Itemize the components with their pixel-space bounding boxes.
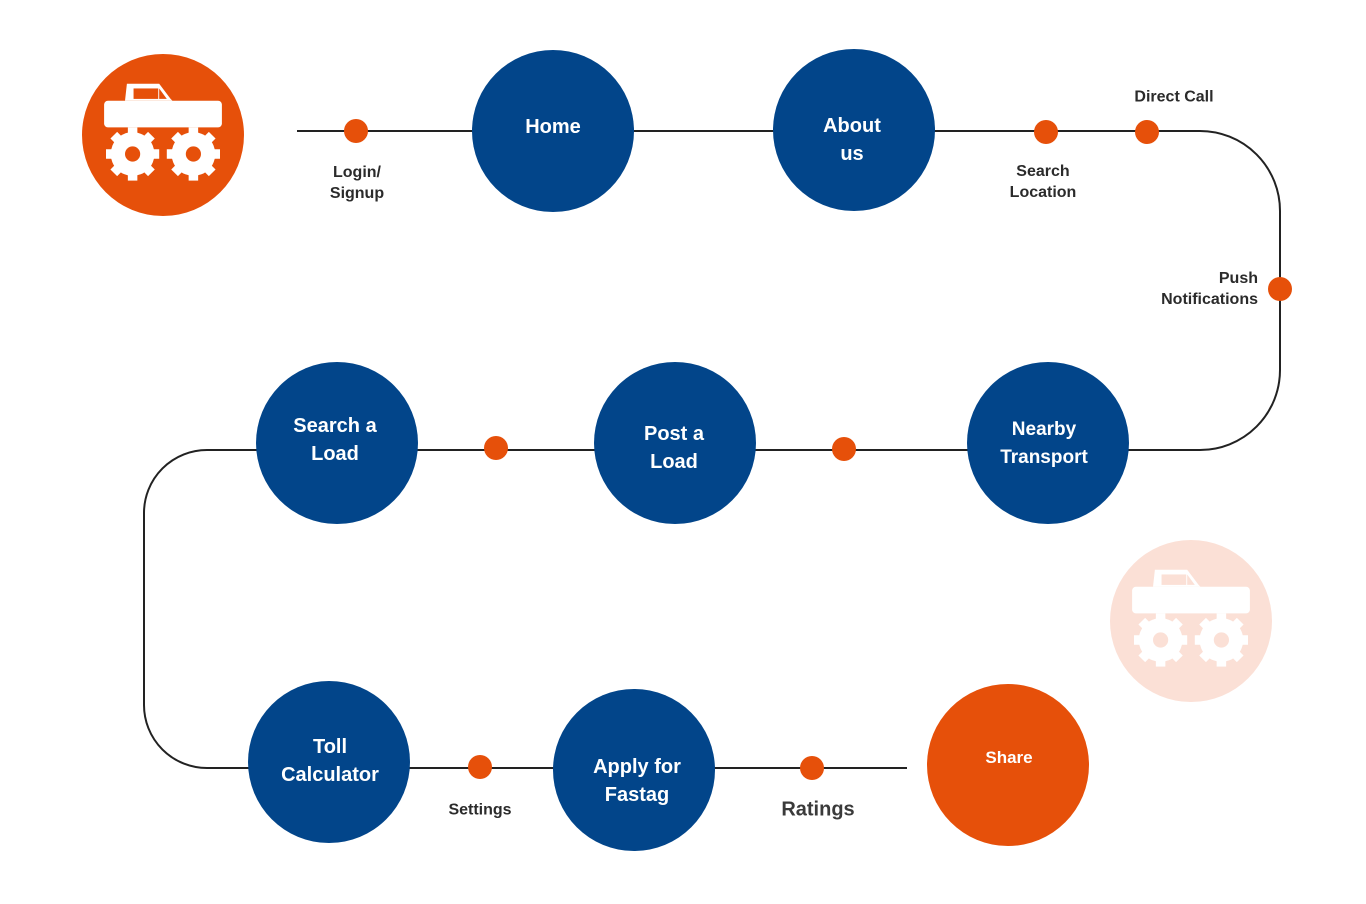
- apply-for-fastag-label: Apply for Fastag: [593, 756, 681, 806]
- step-dot-post-search[interactable]: [484, 436, 508, 460]
- share-label: Share: [985, 748, 1033, 767]
- monster-truck-faded-icon: [1110, 540, 1272, 702]
- node-share[interactable]: [927, 684, 1089, 846]
- node-post-a-load[interactable]: [594, 362, 756, 524]
- push-notifications-label: Push Notifications: [1161, 270, 1258, 308]
- node-search-a-load[interactable]: [256, 362, 418, 524]
- step-dot-settings[interactable]: [468, 755, 492, 779]
- step-dot-push-notifications[interactable]: [1268, 277, 1292, 301]
- step-dot-login[interactable]: [344, 119, 368, 143]
- node-home[interactable]: [472, 50, 634, 212]
- login-signup-label: Login/ Signup: [329, 164, 385, 202]
- step-dot-search-location[interactable]: [1034, 120, 1058, 144]
- flow-path: [143, 130, 1281, 769]
- ratings-label: Ratings: [781, 798, 855, 821]
- settings-label: Settings: [448, 801, 512, 819]
- post-a-load-label: Post a Load: [643, 423, 705, 473]
- direct-call-label: Direct Call: [1134, 88, 1214, 106]
- node-apply-for-fastag[interactable]: [553, 689, 715, 851]
- node-about-us[interactable]: [773, 49, 935, 211]
- toll-calculator-label: Toll Calculator: [281, 736, 379, 786]
- search-location-label: Search Location: [1009, 163, 1077, 201]
- node-toll-calculator[interactable]: [248, 681, 410, 843]
- search-a-load-label: Search a Load: [293, 415, 377, 465]
- home-label: Home: [525, 116, 581, 138]
- about-us-label: About us: [823, 115, 881, 165]
- nearby-transport-label: Nearby Transport: [1000, 419, 1088, 468]
- step-dot-ratings[interactable]: [800, 756, 824, 780]
- step-dot-direct-call[interactable]: [1135, 120, 1159, 144]
- node-nearby-transport[interactable]: [967, 362, 1129, 524]
- monster-truck-icon: [82, 54, 244, 216]
- step-dot-nearby-post[interactable]: [832, 437, 856, 461]
